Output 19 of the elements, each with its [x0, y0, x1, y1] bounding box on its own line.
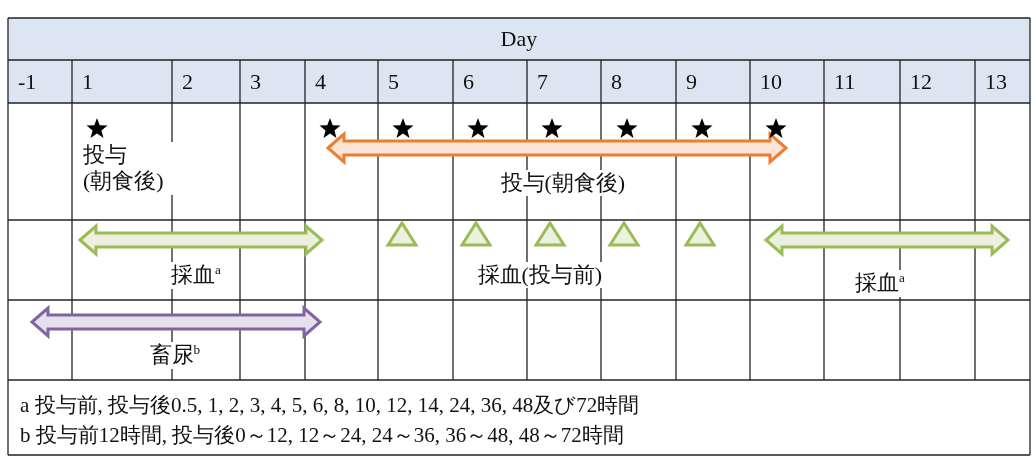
day-number: 8 — [611, 69, 622, 96]
day-number: 9 — [686, 69, 697, 96]
day-number: 2 — [182, 69, 193, 96]
day-number: 6 — [463, 69, 474, 96]
period-label: 採血$^{a}$ — [852, 270, 908, 297]
day-number: 1 — [82, 69, 93, 96]
day-number: 3 — [250, 69, 261, 96]
day-number: 5 — [388, 69, 399, 96]
day-number: 13 — [985, 69, 1007, 96]
day-number: 12 — [910, 69, 932, 96]
footnote: b 投与前12時間, 投与後0～12, 12～24, 24～36, 36～48, 48～72時間 — [20, 423, 624, 449]
period-label: 採血$^{a}$ — [168, 262, 224, 289]
day-number: 10 — [760, 69, 782, 96]
column-header: Day — [500, 26, 538, 53]
day-number: 4 — [315, 69, 326, 96]
day-number: 11 — [834, 69, 856, 96]
day-number: 7 — [537, 69, 548, 96]
day-number: -1 — [18, 69, 37, 96]
footnote: a 投与前, 投与後0.5, 1, 2, 3, 4, 5, 6, 8, 10, 12, 14, 24, 36, 48及び72時間 — [20, 393, 640, 419]
